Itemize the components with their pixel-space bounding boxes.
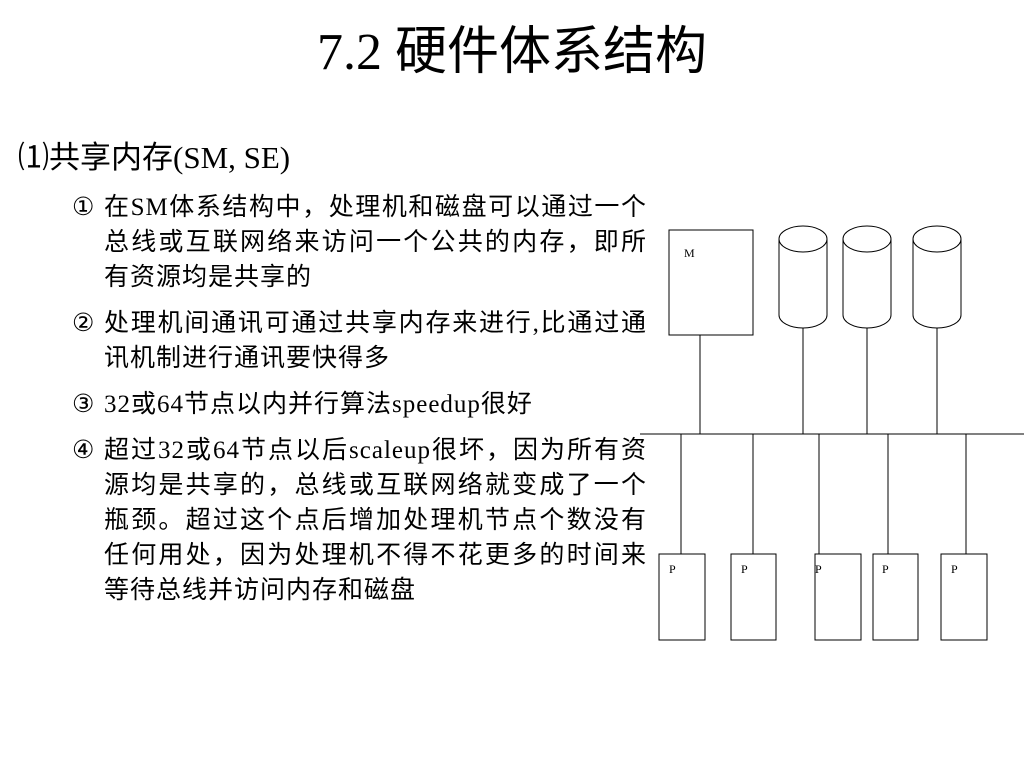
processor-box xyxy=(940,553,988,641)
slide-title: 7.2 硬件体系结构 xyxy=(316,24,707,81)
shared-memory-diagram: M P P P P P xyxy=(640,225,1024,641)
bullet-point: ③ 32或64节点以内并行算法speedup很好 xyxy=(72,387,647,422)
processor-label: P xyxy=(741,562,748,576)
processor-box xyxy=(730,553,777,641)
processor-label: P xyxy=(882,562,889,576)
processor-label: P xyxy=(815,562,822,576)
bullet-marker: ① xyxy=(72,194,95,221)
section-heading: ⑴共享内存(SM, SE) xyxy=(18,140,291,175)
bullet-marker: ④ xyxy=(72,437,95,464)
memory-box xyxy=(668,229,754,336)
bullet-marker: ② xyxy=(72,310,95,337)
bullet-text: 32或64节点以内并行算法speedup很好 xyxy=(104,391,533,418)
processor-label: P xyxy=(951,562,958,576)
disk-icon xyxy=(842,225,892,329)
bullet-list: ① 在SM体系结构中，处理机和磁盘可以通过一个总线或互联网络来访问一个公共的内存… xyxy=(72,190,647,619)
bullet-marker: ③ xyxy=(72,391,95,418)
bullet-point: ② 处理机间通讯可通过共享内存来进行,比通过通讯机制进行通讯要快得多 xyxy=(72,306,647,376)
bullet-text: 在SM体系结构中，处理机和磁盘可以通过一个总线或互联网络来访问一个公共的内存，即… xyxy=(104,194,647,291)
bullet-point: ④ 超过32或64节点以后scaleup很坏，因为所有资源均是共享的，总线或互联… xyxy=(72,433,647,608)
memory-label: M xyxy=(684,246,695,260)
bullet-text: 处理机间通讯可通过共享内存来进行,比通过通讯机制进行通讯要快得多 xyxy=(104,310,647,372)
processor-label: P xyxy=(669,562,676,576)
disk-icon xyxy=(912,225,962,329)
processor-box xyxy=(658,553,706,641)
processor-box xyxy=(814,553,862,641)
bullet-text: 超过32或64节点以后scaleup很坏，因为所有资源均是共享的，总线或互联网络… xyxy=(104,437,647,604)
disk-icon xyxy=(778,225,828,329)
processor-box xyxy=(872,553,919,641)
bullet-point: ① 在SM体系结构中，处理机和磁盘可以通过一个总线或互联网络来访问一个公共的内存… xyxy=(72,190,647,295)
